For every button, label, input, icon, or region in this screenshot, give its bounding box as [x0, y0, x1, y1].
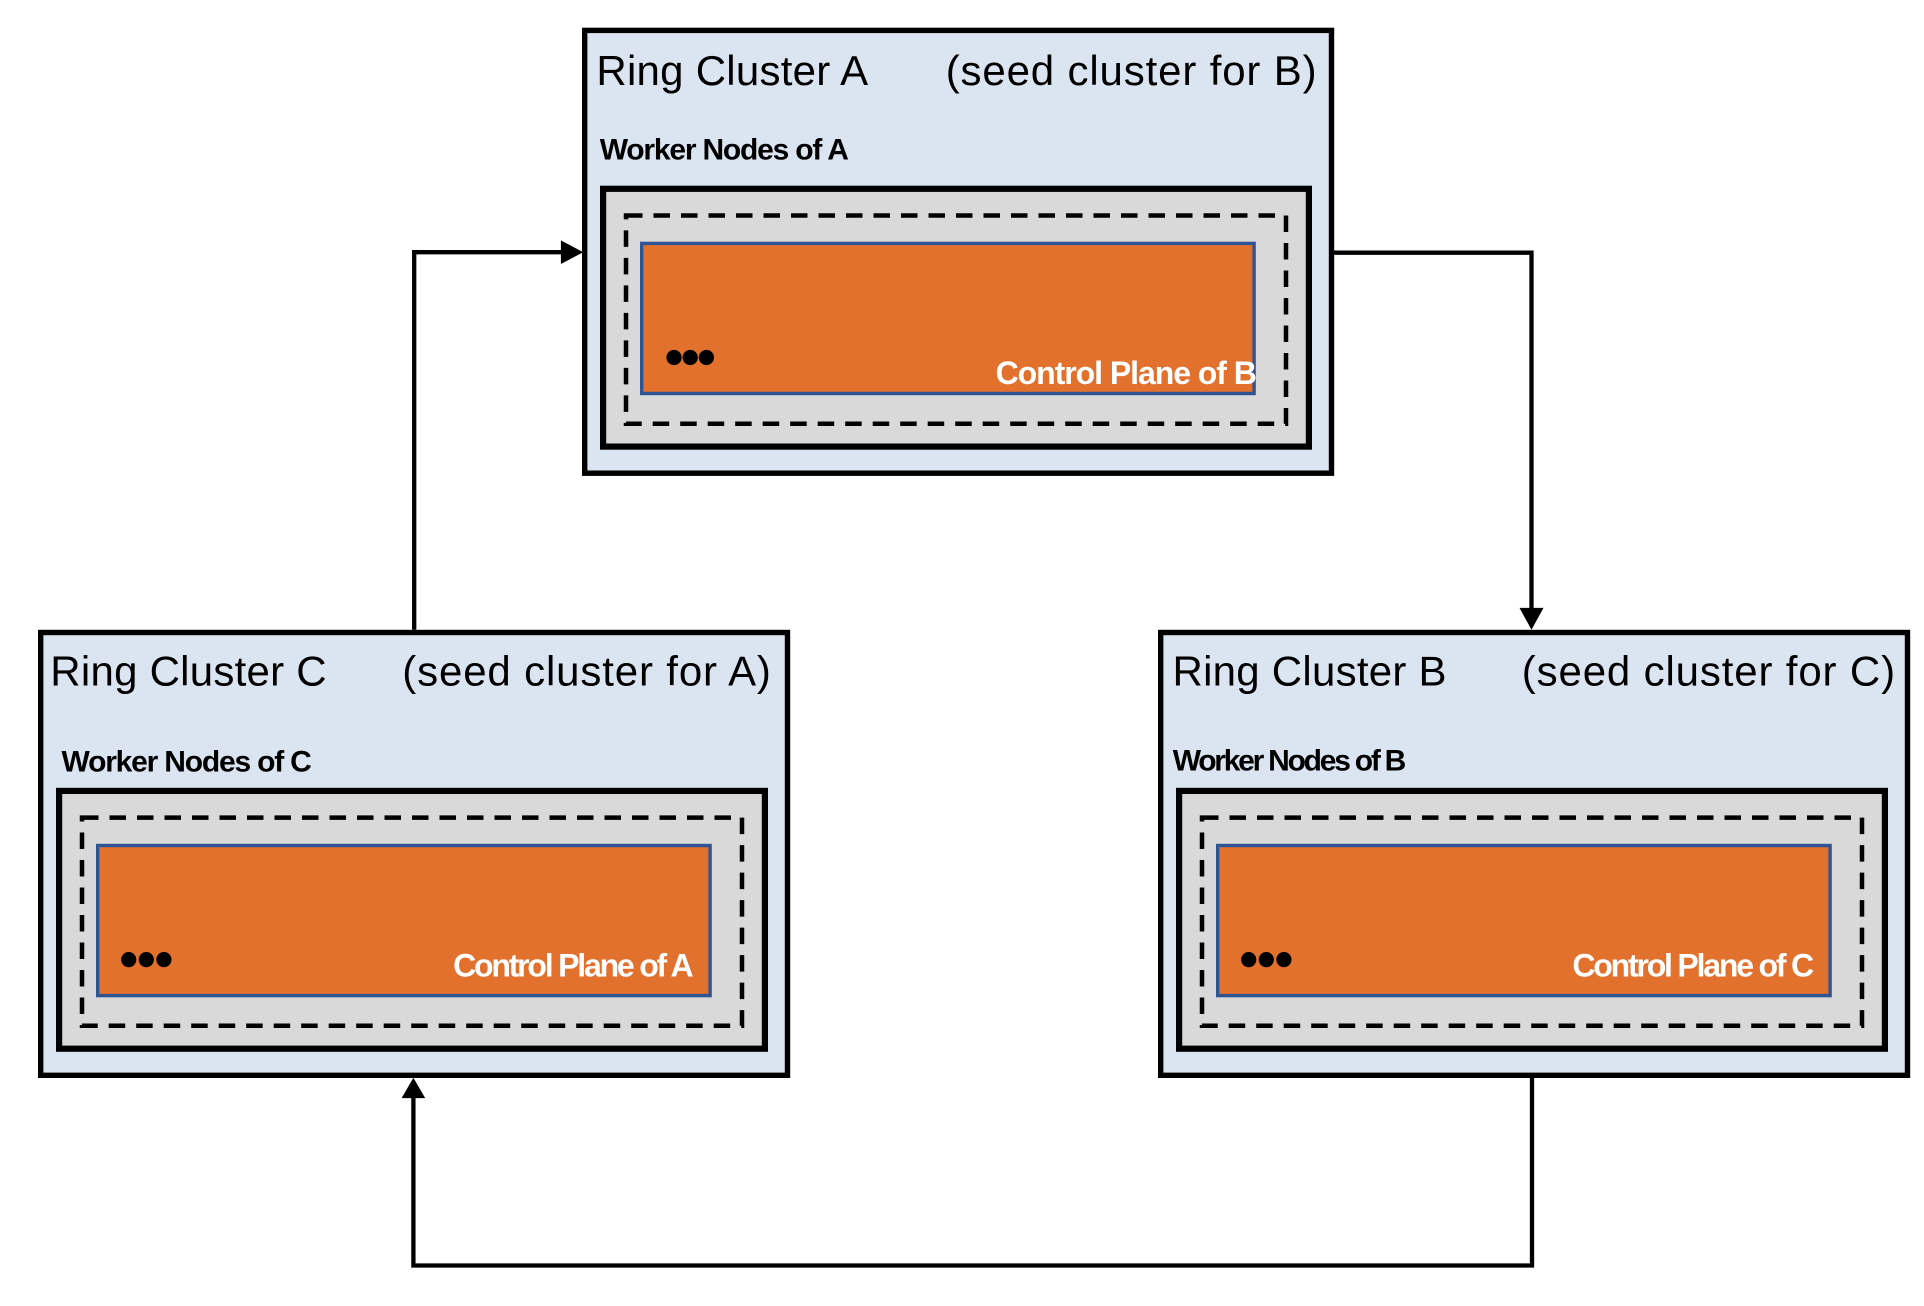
svg-text:Control Plane of B: Control Plane of B	[996, 355, 1256, 391]
svg-text:Ring Cluster B: Ring Cluster B	[1173, 647, 1447, 694]
svg-text:Worker Nodes of A: Worker Nodes of A	[600, 134, 849, 167]
svg-text:Control Plane of A: Control Plane of A	[453, 948, 693, 984]
svg-text:Ring Cluster C: Ring Cluster C	[50, 647, 327, 694]
svg-text:(seed cluster for C): (seed cluster for C)	[1522, 647, 1896, 694]
svg-text:Ring Cluster A: Ring Cluster A	[596, 47, 868, 94]
svg-text:Worker Nodes of B: Worker Nodes of B	[1173, 744, 1406, 777]
svg-text:(seed cluster for A): (seed cluster for A)	[402, 647, 771, 694]
svg-text:(seed cluster for B): (seed cluster for B)	[946, 47, 1318, 94]
svg-text:Worker Nodes of C: Worker Nodes of C	[62, 746, 312, 779]
svg-text:Control Plane of C: Control Plane of C	[1572, 948, 1814, 984]
